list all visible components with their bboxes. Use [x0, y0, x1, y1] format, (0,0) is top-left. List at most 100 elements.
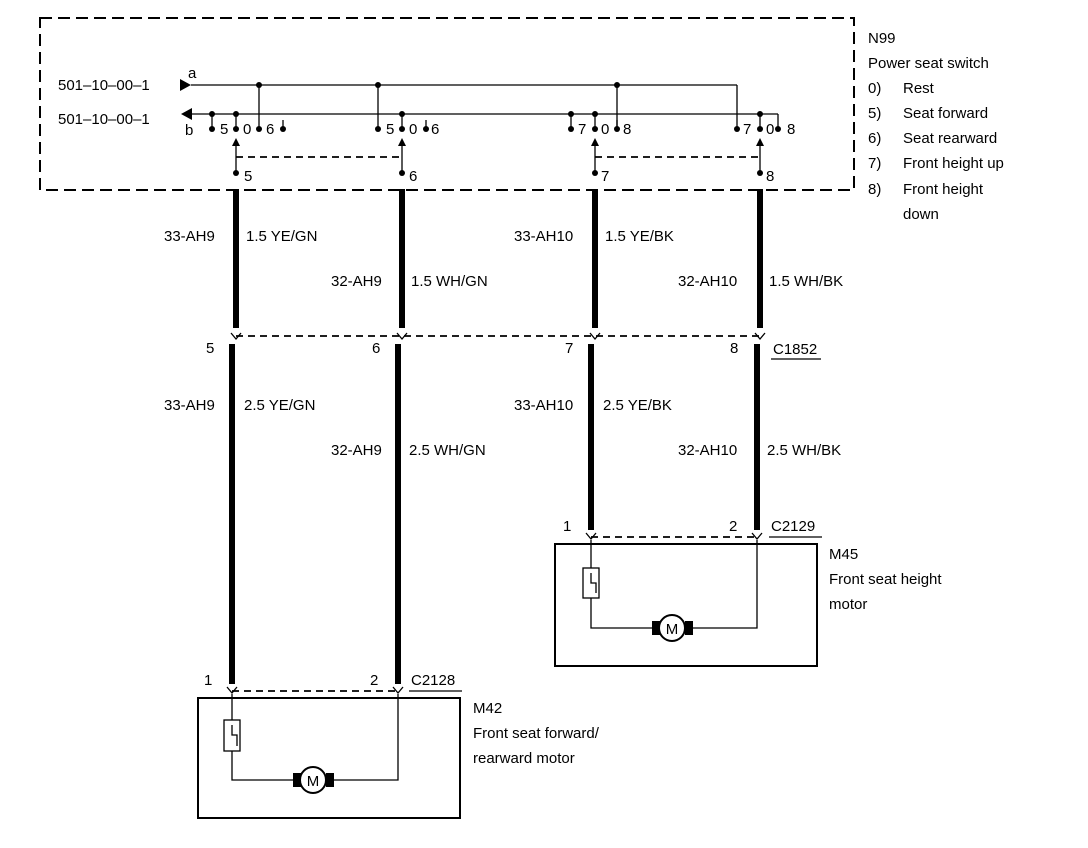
connector-pin: 2	[729, 518, 737, 535]
reference-b-label: 501–10–00–1	[58, 111, 150, 128]
switch-id: N99	[868, 30, 896, 47]
junction-dot	[399, 111, 405, 117]
legend-text: Seat forward	[903, 105, 988, 122]
legend-text: Seat rearward	[903, 130, 997, 147]
wire-circuit-label: 32-AH10	[678, 442, 737, 459]
motor-m42-circuit	[333, 694, 399, 781]
wire-spec-label: 2.5 WH/GN	[409, 442, 486, 459]
wire-spec-label: 2.5 YE/GN	[244, 397, 315, 414]
motor-m45-symbol: M	[666, 621, 679, 638]
wiper-contact-icon	[398, 138, 406, 146]
connector-c2129-label: C2129	[771, 518, 815, 535]
connector-pin: 2	[370, 672, 378, 689]
wiper-contact-icon	[591, 138, 599, 146]
switch-position-label: 8	[787, 121, 795, 138]
wire-circuit-label: 33-AH10	[514, 397, 573, 414]
wire-spec-label: 1.5 WH/BK	[769, 273, 843, 290]
motor-m45-id: M45	[829, 546, 858, 563]
switch-output-dot	[757, 170, 763, 176]
motor-m45-description: motor	[829, 596, 867, 613]
wire-circuit-label: 33-AH10	[514, 228, 573, 245]
motor-m45-circuit	[590, 598, 656, 629]
legend-key: 7)	[868, 155, 881, 172]
thermal-breaker-contact	[231, 725, 238, 746]
junction-dot	[757, 111, 763, 117]
switch-output-pin: 6	[409, 168, 417, 185]
motor-m45-circuit	[692, 540, 758, 629]
wiper-contact-icon	[756, 138, 764, 146]
legend-text: down	[903, 206, 939, 223]
thermal-breaker-contact	[590, 573, 597, 593]
connector-pin: 7	[565, 340, 573, 357]
wire-spec-label: 2.5 YE/BK	[603, 397, 672, 414]
pin-b-label: b	[185, 122, 193, 139]
motor-brush-icon	[293, 773, 301, 787]
legend-text: Front height up	[903, 155, 1004, 172]
switch-output-dot	[592, 170, 598, 176]
switch-position-label: 5	[220, 121, 228, 138]
wire-spec-label: 1.5 YE/BK	[605, 228, 674, 245]
switch-position-label: 7	[578, 121, 586, 138]
legend-key: 6)	[868, 130, 881, 147]
connector-c1852-label: C1852	[773, 341, 817, 358]
pin-a-label: a	[188, 65, 197, 82]
junction-dot	[614, 82, 620, 88]
switch-output-pin: 8	[766, 168, 774, 185]
motor-brush-icon	[652, 621, 660, 635]
switch-position-label: 6	[266, 121, 274, 138]
wire-spec-label: 1.5 YE/GN	[246, 228, 317, 245]
junction-dot	[209, 111, 215, 117]
switch-position-label: 7	[743, 121, 751, 138]
motor-m42-icon	[299, 766, 327, 794]
motor-m45-description: Front seat height	[829, 571, 942, 588]
motor-brush-icon	[326, 773, 334, 787]
connector-c2129-pin	[751, 532, 763, 541]
switch-legend: N99 Power seat switch 0) Rest 5) Seat fo…	[868, 30, 1004, 223]
motor-m42-symbol: M	[307, 773, 320, 790]
switch-position-label: 0	[601, 121, 609, 138]
motor-m45-icon	[658, 614, 686, 642]
legend-text: Rest	[903, 80, 935, 97]
connector-pin: 5	[206, 340, 214, 357]
switch-position-label: 0	[766, 121, 774, 138]
switch-name: Power seat switch	[868, 55, 989, 72]
switch-position-label: 0	[409, 121, 417, 138]
wire-circuit-label: 32-AH9	[331, 273, 382, 290]
motor-m42-circuit	[231, 751, 297, 781]
motor-brush-icon	[685, 621, 693, 635]
legend-text: Front height	[903, 181, 984, 198]
legend-key: 5)	[868, 105, 881, 122]
contact-terminals	[209, 126, 781, 132]
switch-output-dot	[399, 170, 405, 176]
wire-circuit-label: 32-AH9	[331, 442, 382, 459]
switch-position-label: 8	[623, 121, 631, 138]
junction-dot	[568, 111, 574, 117]
connector-pin: 1	[204, 672, 212, 689]
connector-pin: 6	[372, 340, 380, 357]
switch-frame	[39, 17, 855, 191]
switch-position-label: 0	[243, 121, 251, 138]
wire-circuit-label: 32-AH10	[678, 273, 737, 290]
connector-pin: 1	[563, 518, 571, 535]
motor-m42-description: Front seat forward/	[473, 725, 600, 742]
reference-a-label: 501–10–00–1	[58, 77, 150, 94]
switch-output-dot	[233, 170, 239, 176]
legend-key: 8)	[868, 181, 881, 198]
connector-c1852-pins	[230, 332, 766, 341]
arrow-b-icon	[181, 108, 192, 120]
motor-m42-box	[197, 697, 461, 819]
motor-m42-description: rearward motor	[473, 750, 575, 767]
motor-m42-id: M42	[473, 700, 502, 717]
switch-position-label: 6	[431, 121, 439, 138]
connector-c2128-pin	[226, 686, 238, 695]
wire-spec-label: 2.5 WH/BK	[767, 442, 841, 459]
legend-key: 0)	[868, 80, 881, 97]
connector-pin: 8	[730, 340, 738, 357]
wire-circuit-label: 33-AH9	[164, 397, 215, 414]
junction-dot	[375, 82, 381, 88]
switch-output-pin: 5	[244, 168, 252, 185]
switch-position-label: 5	[386, 121, 394, 138]
junction-dot	[256, 82, 262, 88]
junction-dot	[592, 111, 598, 117]
